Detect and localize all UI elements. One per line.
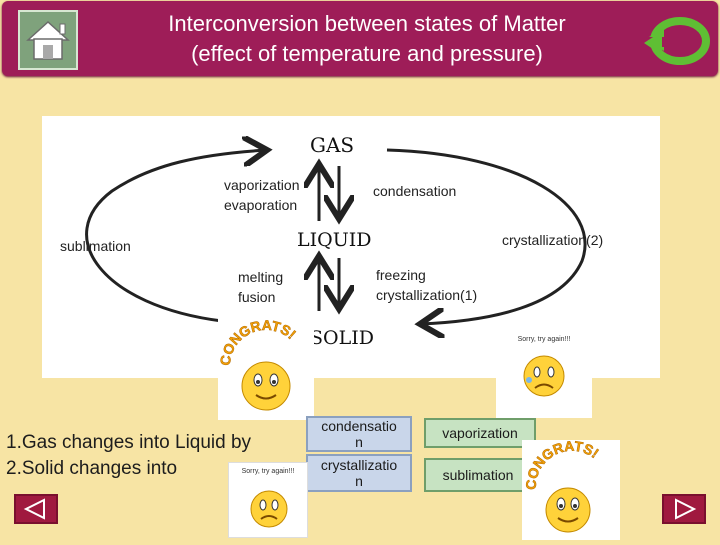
triangle-left-icon xyxy=(23,498,45,520)
prev-slide-button[interactable] xyxy=(14,494,58,524)
arrow-sublimation xyxy=(85,150,267,323)
label-freezing: freezing xyxy=(376,267,426,283)
next-slide-button[interactable] xyxy=(662,494,706,524)
svg-text:CONGRATS!: CONGRATS! xyxy=(523,440,602,490)
congrats-sticker: CONGRATS! xyxy=(217,317,314,420)
label-condensation: condensation xyxy=(373,183,456,199)
label-liquid: LIQUID xyxy=(297,229,371,251)
sad-face-icon xyxy=(523,355,565,397)
label-melting: melting xyxy=(238,269,283,285)
return-arrow-icon xyxy=(644,17,710,65)
question-2: 2.Solid changes into xyxy=(6,458,178,479)
label-vaporization: vaporization xyxy=(224,177,300,193)
label-evaporation: evaporation xyxy=(224,197,297,213)
home-icon xyxy=(26,20,70,60)
title-banner: Interconversion between states of Matter… xyxy=(2,1,718,76)
congrats-smiley-icon: CONGRATS! xyxy=(217,317,299,411)
question-1: 1.Gas changes into Liquid by xyxy=(6,432,252,453)
arrow-crystallization2 xyxy=(386,148,587,324)
sorry-sticker: Sorry, try again!!! xyxy=(496,328,592,418)
label-solid: SOLID xyxy=(310,327,374,349)
page-title: Interconversion between states of Matter xyxy=(168,11,566,36)
label-crystallization1: crystallization(1) xyxy=(376,287,477,303)
label-gas: GAS xyxy=(310,133,354,157)
congrats-smiley-icon-bottom: CONGRATS! xyxy=(522,437,602,533)
return-button[interactable] xyxy=(642,9,712,69)
triangle-right-icon xyxy=(675,498,697,520)
home-button[interactable] xyxy=(18,10,78,70)
page-subtitle: (effect of temperature and pressure) xyxy=(191,41,543,66)
congrats-sticker-bottom: CONGRATS! xyxy=(522,437,620,540)
option-sublimation[interactable]: sublimation xyxy=(424,458,532,492)
sorry-sticker-bottom: Sorry, try again!!! xyxy=(228,462,308,538)
label-fusion: fusion xyxy=(238,289,275,305)
label-sublimation: sublimation xyxy=(60,238,131,254)
option-vaporization[interactable]: vaporization xyxy=(424,418,536,448)
label-crystallization2: crystallization(2) xyxy=(502,232,603,248)
sad-face-icon-bottom xyxy=(250,490,288,528)
svg-text:CONGRATS!: CONGRATS! xyxy=(218,318,299,366)
